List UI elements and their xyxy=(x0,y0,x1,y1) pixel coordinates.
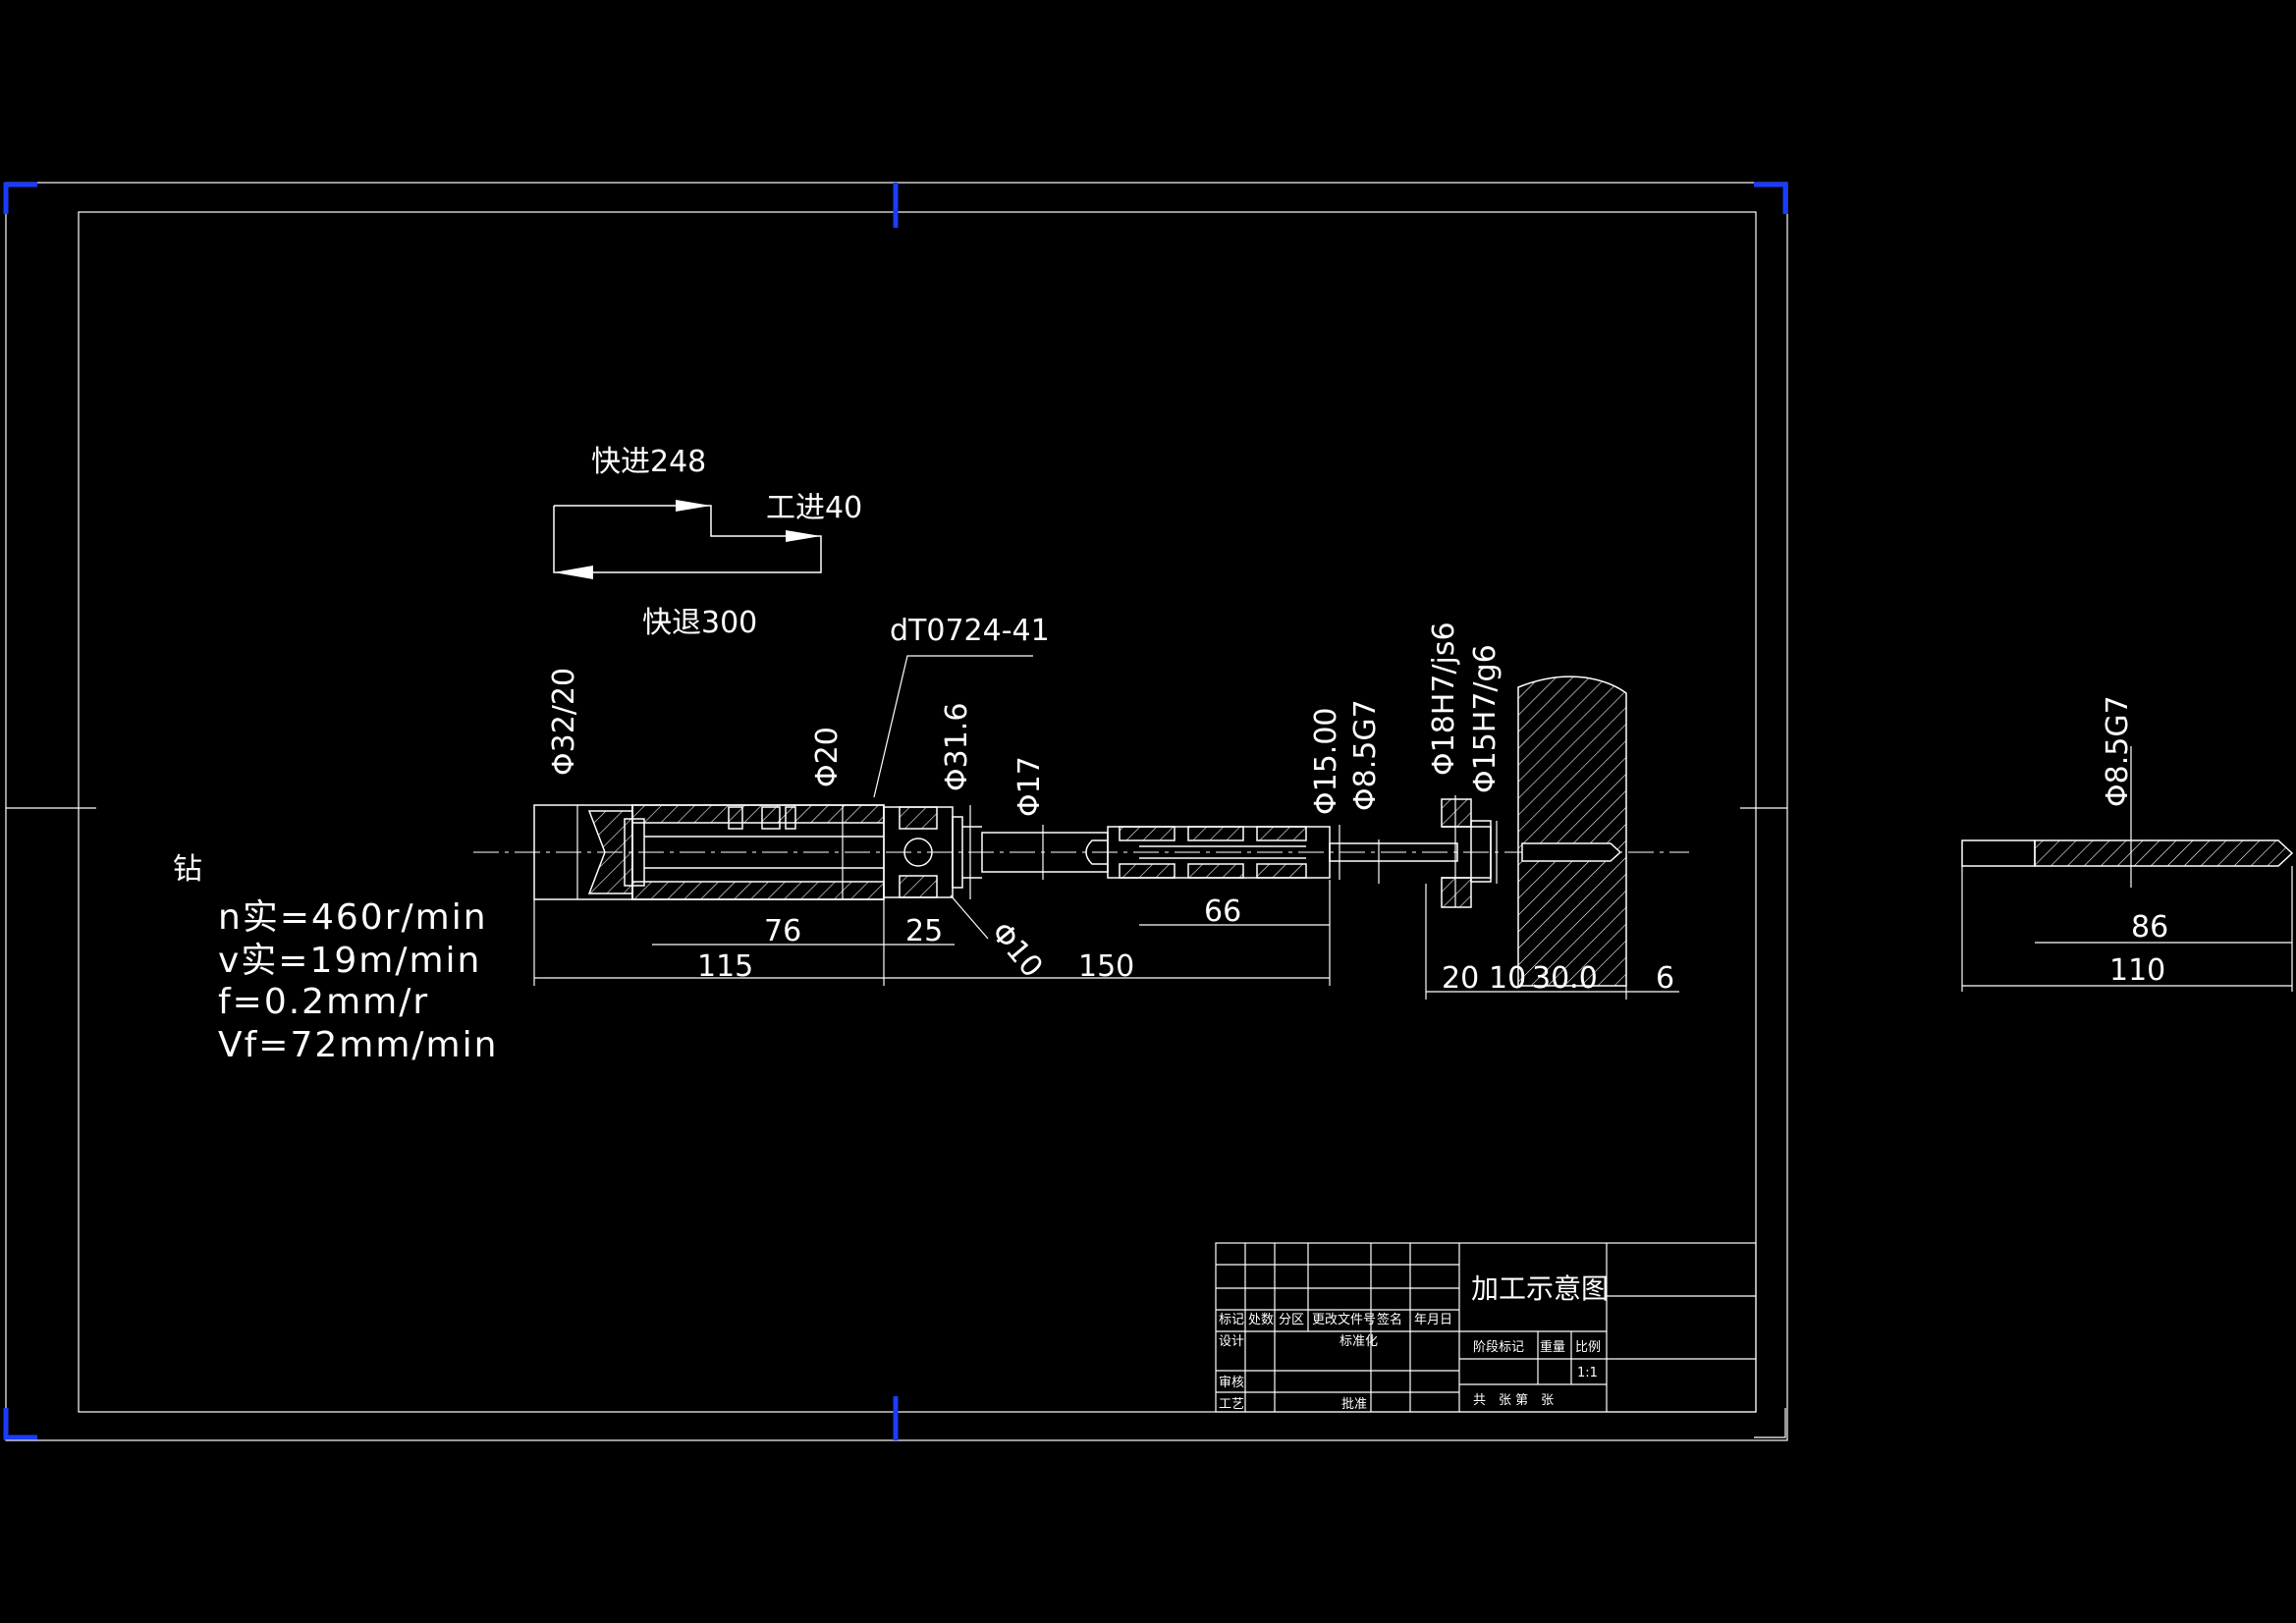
dim-d18: Φ18H7/js6 xyxy=(1427,622,1461,776)
dim-30: 30.0 xyxy=(1532,961,1598,996)
process-label: 工艺 xyxy=(1219,1397,1244,1412)
hdr-mark: 标记 xyxy=(1219,1313,1244,1327)
sheets-label: 共 张 第 张 xyxy=(1473,1393,1554,1408)
dim-25: 25 xyxy=(905,914,943,948)
part-ref: dT0724-41 xyxy=(890,614,1050,648)
hdr-doc: 更改文件号 xyxy=(1312,1313,1376,1327)
linear-dimensions: 76 25 115 150 66 20 10 30.0 6 xyxy=(533,880,1679,1000)
dim-d32-20: Φ32/20 xyxy=(547,668,581,776)
arrow-right-icon xyxy=(786,530,821,542)
drill-bit xyxy=(1329,842,1458,862)
hdr-sign: 签名 xyxy=(1377,1312,1402,1327)
scale-label: 比例 xyxy=(1575,1340,1601,1355)
dim-150: 150 xyxy=(1078,949,1134,984)
adapter-bore xyxy=(903,838,933,867)
feed: f=0.2mm/r xyxy=(218,982,429,1022)
review-label: 审核 xyxy=(1219,1376,1244,1390)
rapid-return-label: 快退300 xyxy=(642,606,757,640)
dim-d15b: Φ15H7/g6 xyxy=(1468,644,1503,793)
cutting-speed: v实=19m/min xyxy=(218,941,481,981)
drill-dim-d: Φ8.5G7 xyxy=(2101,695,2135,807)
dim-6: 6 xyxy=(1656,961,1674,996)
corner-mark-tr xyxy=(1754,182,1788,214)
drill-detail: Φ8.5G7 86 110 xyxy=(1961,695,2294,992)
diameter-dimensions: Φ32/20 Φ20 Φ31.6 Φ17 Φ15.00 Φ8.5G7 Φ18H7… xyxy=(547,622,1503,984)
dim-d8-5: Φ8.5G7 xyxy=(1348,699,1383,811)
drill-dim-86: 86 xyxy=(2131,910,2168,945)
title-block: 加工示意图 标记 处数 分区 更改文件号 签名 年月日 设计 标准化 审核 工艺… xyxy=(1215,1242,1757,1413)
work-feed-label: 工进40 xyxy=(766,491,862,525)
corner-mark-br xyxy=(1754,1408,1786,1438)
stage-mark-label: 阶段标记 xyxy=(1473,1340,1524,1355)
guide-bushing xyxy=(1441,798,1472,828)
operation-label: 钻 xyxy=(173,852,202,887)
hdr-count: 处数 xyxy=(1248,1313,1274,1327)
design-label: 设计 xyxy=(1219,1334,1244,1349)
rapid-advance-label: 快进248 xyxy=(591,445,706,479)
standardize-label: 标准化 xyxy=(1339,1334,1378,1349)
hdr-date: 年月日 xyxy=(1414,1313,1452,1327)
dim-d15: Φ15.00 xyxy=(1309,708,1343,816)
drawing-frame xyxy=(3,182,1788,1441)
dim-d20: Φ20 xyxy=(810,727,845,787)
dim-d31-6: Φ31.6 xyxy=(940,703,974,791)
dim-115: 115 xyxy=(697,949,753,984)
dim-d17: Φ17 xyxy=(1012,756,1047,817)
hdr-zone: 分区 xyxy=(1279,1313,1304,1327)
motion-cycle-diagram: 快进248 工进40 快退300 xyxy=(553,445,862,640)
process-parameters: 钻 n实=460r/min v实=19m/min f=0.2mm/r Vf=72… xyxy=(173,852,498,1065)
approve-label: 批准 xyxy=(1341,1397,1367,1412)
arrow-left-icon xyxy=(554,566,593,579)
drill-dim-110: 110 xyxy=(2109,953,2165,988)
feed-rate: Vf=72mm/min xyxy=(218,1025,498,1065)
corner-mark-bl xyxy=(3,1408,37,1440)
drawing-title: 加工示意图 xyxy=(1471,1272,1609,1305)
weight-label: 重量 xyxy=(1540,1339,1565,1355)
spindle-speed: n实=460r/min xyxy=(218,897,488,938)
dim-d10: Φ10 xyxy=(984,916,1050,985)
tool-assembly: dT0724-41 xyxy=(473,614,1689,987)
dim-66: 66 xyxy=(1204,894,1241,929)
scale-value: 1:1 xyxy=(1577,1366,1598,1380)
corner-mark-tl xyxy=(3,182,37,214)
arrow-right-icon xyxy=(676,500,711,512)
dim-20: 20 xyxy=(1442,961,1479,996)
dim-10: 10 xyxy=(1489,961,1526,996)
workpiece xyxy=(1517,676,1627,987)
dim-76: 76 xyxy=(764,914,801,948)
